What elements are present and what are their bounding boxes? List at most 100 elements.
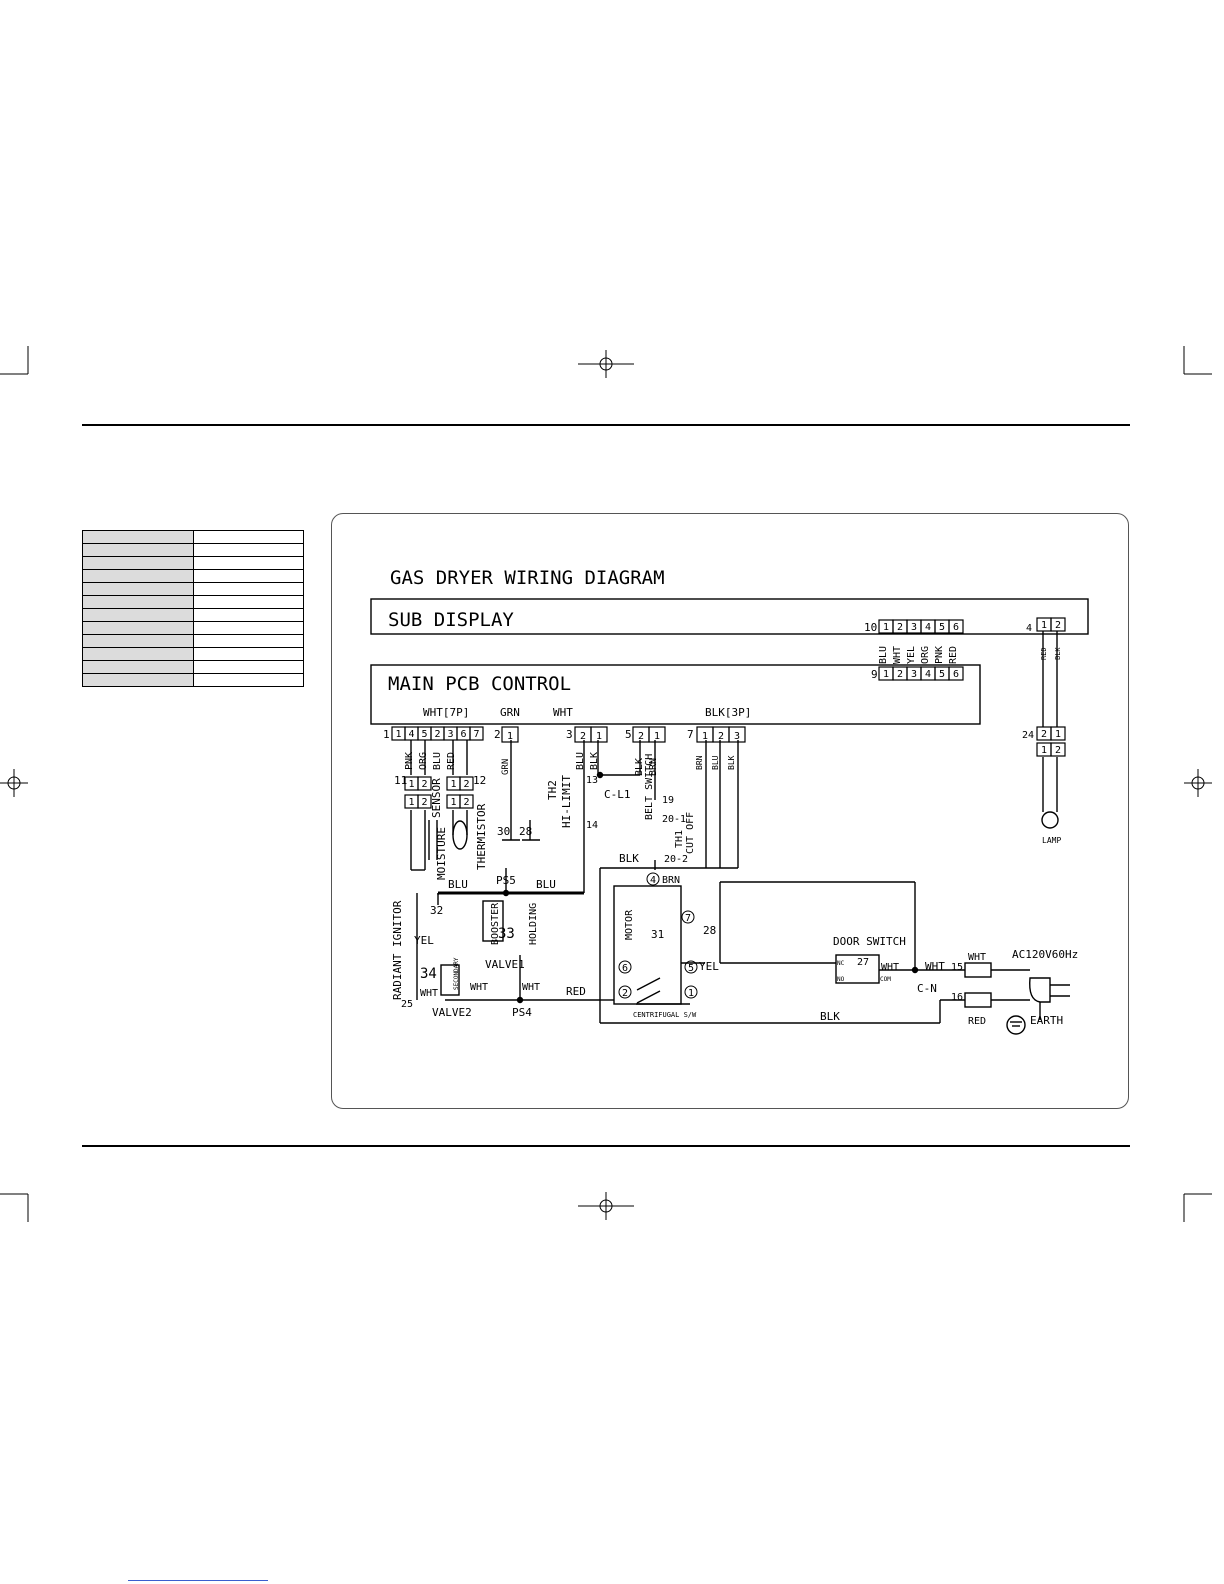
com-label: COM (880, 976, 891, 983)
nc-label: NC (837, 960, 845, 967)
conn-5-num: 5 (625, 728, 632, 741)
wht-label-1: WHT (420, 988, 438, 999)
conn-1-wire-color: PNK (404, 752, 415, 770)
conn-10-pin-label: 4 (925, 622, 931, 633)
conn-11b-pin-label: 2 (422, 797, 428, 808)
conn-2-pin-label: 1 (507, 731, 513, 742)
conn-3-pin-label: 1 (596, 731, 602, 742)
brn-label: BRN (662, 875, 680, 886)
conn-12-num: 12 (473, 774, 486, 787)
conn-3-wire-color: BLK (589, 752, 600, 770)
conn-5-pin-label: 2 (638, 731, 644, 742)
motor-pin-7: 7 (685, 913, 691, 924)
blk-label-1: BLK (619, 852, 639, 865)
conn-7-wire-color: BLU (711, 755, 720, 770)
legend-row (82, 543, 304, 557)
conn-9-pin-label: 4 (925, 669, 931, 680)
door-switch-box (835, 954, 880, 984)
label-16: 16 (951, 992, 963, 1003)
main-pcb-box (370, 664, 981, 725)
label-33: 33 (498, 926, 515, 942)
conn-9-pin-label: 3 (911, 669, 917, 680)
conn-4-pin-box (1050, 617, 1066, 632)
conn-9-pin-label: 1 (883, 669, 889, 680)
blu-label-2: BLU (536, 878, 556, 891)
conn-4-wire-color: RED (1040, 647, 1048, 660)
conn-3-pin-box (590, 726, 608, 743)
conn-11-pin-label: 1 (409, 779, 415, 790)
blk-label-2: BLK (820, 1010, 840, 1023)
legend-table (82, 530, 304, 687)
radiant-ignitor-label: RADIANT IGNITOR (391, 900, 404, 1000)
conn-24b-pin-label: 1 (1041, 745, 1047, 756)
conn-4-num: 4 (1026, 623, 1032, 634)
conn-24a-pin-box (1050, 726, 1066, 741)
legend-row (82, 582, 304, 596)
label-13: 13 (586, 775, 598, 786)
conn-4-wire-color: BLK (1054, 647, 1062, 660)
label-28a: 28 (519, 825, 532, 838)
bottom-rule (82, 1145, 1130, 1147)
conn-9-pin-label: 5 (939, 669, 945, 680)
legend-row (82, 556, 304, 570)
earth-symbol (1006, 1015, 1026, 1035)
moisture-label: MOISTURE (435, 827, 448, 880)
wht-label-4: WHT (881, 962, 899, 973)
label-30: 30 (497, 825, 510, 838)
conn-3-pin-label: 2 (580, 731, 586, 742)
sensor-label: SENSOR (430, 778, 443, 818)
conn-12b-pin-box (459, 794, 474, 809)
ps5-label: PS5 (496, 874, 516, 887)
main-pcb-label: MAIN PCB CONTROL (388, 673, 571, 695)
valve1-label: VALVE1 (485, 958, 525, 971)
conn-1-pin-label: 5 (422, 729, 428, 740)
wht-label-5: WHT (925, 960, 945, 973)
conn-11-pin-label: 2 (422, 779, 428, 790)
conn-10-wire-color: PNK (934, 646, 945, 664)
conn-7-pin-label: 3 (734, 731, 740, 742)
conn-1-wire-color: ORG (418, 752, 429, 770)
conn-10-pin-label: 3 (911, 622, 917, 633)
conn-2-label: GRN (500, 706, 520, 719)
conn-7-num: 7 (687, 728, 694, 741)
conn-10-pin-label: 2 (897, 622, 903, 633)
conn-10-wire-color: ORG (920, 646, 931, 664)
belt-switch-label: BELT SWITCH (644, 754, 655, 820)
conn-1-wire-color: BLU (432, 752, 443, 770)
booster-label: BOOSTER (490, 902, 501, 945)
lamp-symbol (1041, 811, 1059, 829)
motor-label: MOTOR (624, 909, 635, 940)
conn-10-wire-color: WHT (892, 646, 903, 664)
conn-11-num: 11 (394, 774, 407, 787)
legend-row (82, 595, 304, 609)
centrifugal-label: CENTRIFUGAL S/W (633, 1011, 697, 1019)
legend-row (82, 608, 304, 622)
conn-12-pin-box (459, 776, 474, 791)
valve2-label: VALVE2 (432, 1006, 472, 1019)
conn-1-pin-label: 1 (396, 729, 402, 740)
conn-9-pin-label: 2 (897, 669, 903, 680)
cut-off-label: CUT OFF (685, 812, 696, 854)
conn-4-pin-label: 2 (1055, 620, 1061, 631)
wht-label-2: WHT (470, 982, 488, 993)
conn-7-label: BLK[3P] (705, 706, 751, 719)
conn-11b-pin-label: 1 (409, 797, 415, 808)
conn-1-num: 1 (383, 728, 390, 741)
conn-1-pin-label: 6 (461, 729, 467, 740)
sub-display-label: SUB DISPLAY (388, 609, 514, 631)
diagram-title: GAS DRYER WIRING DIAGRAM (390, 567, 665, 589)
label-19: 19 (662, 795, 674, 806)
conn-10-wire-color: YEL (906, 646, 917, 664)
ac-label: AC120V60Hz (1012, 948, 1078, 961)
hi-limit-label: HI-LIMIT (560, 775, 573, 828)
conn-24-num: 24 (1022, 730, 1034, 741)
legend-row (82, 673, 304, 687)
thermistor-label: THERMISTOR (475, 803, 488, 870)
label-20-1: 20-1 (662, 814, 686, 825)
conn-2-num: 2 (494, 728, 501, 741)
conn-5-wire-color: BLK (634, 758, 645, 776)
earth-label: EARTH (1030, 1014, 1063, 1027)
motor-pin-1: 1 (688, 988, 694, 999)
sub-display-box (370, 598, 1089, 635)
motor-pin-5: 5 (688, 963, 694, 974)
